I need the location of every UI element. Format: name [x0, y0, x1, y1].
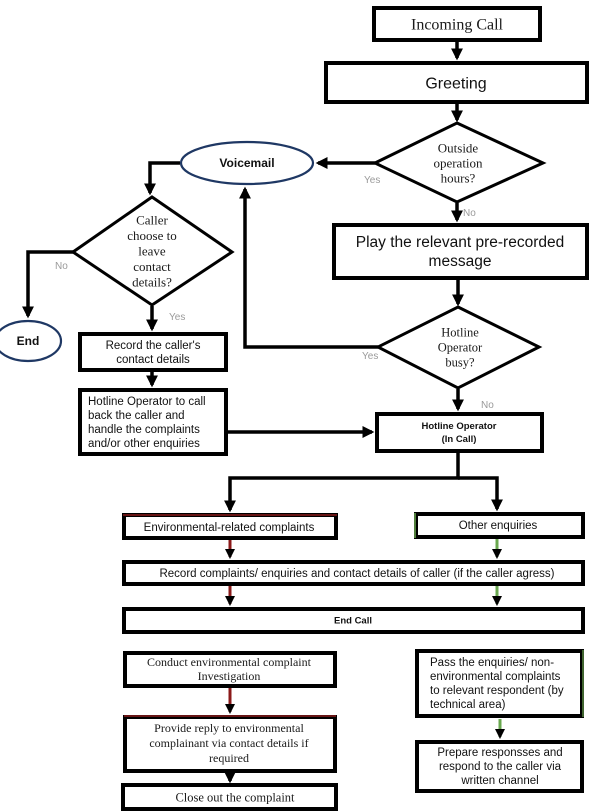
- node-text-line: and/or other enquiries: [88, 438, 200, 450]
- edge-label-outside-hours-yes: Yes: [364, 175, 380, 186]
- node-text-line: Conduct environmental complaint: [147, 655, 312, 669]
- node-text-line: respond to the caller via: [439, 761, 562, 773]
- node-text-line: Incoming Call: [411, 17, 504, 34]
- node-prepare-responses: Prepare responsses and respond to the cal…: [415, 740, 584, 793]
- node-text-line: leave: [138, 244, 166, 259]
- node-text-line: choose to: [127, 228, 176, 243]
- node-text-line: message: [429, 253, 492, 270]
- node-text-line: technical area): [430, 699, 506, 711]
- connector-operator-busy-yes-to-voicemail: [239, 186, 378, 349]
- node-text-line: Close out the complaint: [175, 790, 295, 804]
- node-close-out: Close out the complaint: [121, 783, 338, 811]
- connector-in-call-to-other: [458, 476, 503, 512]
- terminal-end-text: End: [17, 334, 40, 348]
- node-other-enquiries-text: Other enquiries: [459, 520, 538, 532]
- node-text-line: End: [17, 334, 40, 348]
- node-text-line: contact details: [116, 354, 190, 366]
- node-text-line: Voicemail: [219, 156, 274, 170]
- node-record-complaints: Record complaints/ enquiries and contact…: [122, 560, 585, 586]
- node-text-line: Record the caller's: [106, 340, 201, 352]
- node-text-line: Operator: [438, 340, 483, 354]
- node-text-line: Prepare responsses and: [437, 747, 562, 759]
- node-text-line: End Call: [334, 615, 372, 626]
- node-text-line: busy?: [445, 355, 475, 369]
- node-text-line: handle the complaints: [88, 424, 200, 436]
- node-text-line: Provide reply to environmental: [154, 721, 304, 735]
- connector-in-call-split: [224, 453, 460, 513]
- node-pass-enquiries-text: Pass the enquiries/ non-environmental co…: [430, 657, 564, 711]
- node-text-line: Hotline Operator: [422, 421, 497, 432]
- node-callback-text: Hotline Operator to call back the caller …: [88, 396, 206, 450]
- node-other-enquiries: Other enquiries: [414, 512, 585, 539]
- connectors: [22, 41, 506, 784]
- node-end-call-text: End Call: [334, 615, 372, 626]
- node-close-out-text: Close out the complaint: [175, 790, 295, 804]
- node-text-line: Investigation: [198, 669, 261, 683]
- node-text-line: Pass the enquiries/ non-: [430, 657, 554, 669]
- node-text-line: Play the relevant pre-recorded: [356, 234, 565, 251]
- node-env-complaints: Environmental-related complaints: [122, 513, 338, 540]
- node-operator-in-call: Hotline Operator (In Call): [375, 412, 544, 453]
- node-operator-in-call-text: Hotline Operator (In Call): [422, 421, 497, 445]
- node-incoming-call: Incoming Call: [372, 6, 542, 42]
- terminal-end: End: [0, 319, 63, 363]
- node-text-line: details?: [132, 275, 172, 290]
- node-record-complaints-text: Record complaints/ enquiries and contact…: [159, 568, 554, 580]
- terminal-voicemail-text: Voicemail: [219, 156, 274, 170]
- node-callback: Hotline Operator to call back the caller …: [78, 388, 228, 456]
- node-text-line: back the caller and: [88, 410, 185, 422]
- edge-label-outside-hours-no: No: [463, 208, 476, 219]
- connector-caller-choose-no-to-end: [22, 250, 73, 319]
- node-record-contact-text: Record the caller's contact details: [106, 340, 201, 366]
- node-env-complaints-text: Environmental-related complaints: [144, 522, 315, 534]
- node-text-line: written channel: [460, 775, 538, 787]
- node-incoming-call-text: Incoming Call: [411, 17, 504, 34]
- node-record-contact: Record the caller's contact details: [78, 332, 228, 372]
- edge-label-caller-choose-no: No: [55, 261, 68, 272]
- node-text-line: to relevant respondent (by: [430, 685, 564, 697]
- node-text-line: hours?: [441, 171, 476, 186]
- node-text-line: Record complaints/ enquiries and contact…: [159, 568, 554, 580]
- node-prepare-responses-text: Prepare responsses and respond to the cal…: [437, 747, 562, 787]
- node-text-line: complainant via contact details if: [149, 736, 308, 750]
- node-text-line: operation: [433, 156, 483, 171]
- edge-label-operator-busy-yes: Yes: [362, 351, 378, 362]
- node-text-line: required: [209, 751, 249, 765]
- node-pass-enquiries: Pass the enquiries/ non-environmental co…: [415, 649, 584, 718]
- node-text-line: Caller: [136, 213, 168, 228]
- node-text-line: contact: [133, 259, 171, 274]
- node-greeting: Greeting: [324, 61, 589, 104]
- node-text-line: Outside: [438, 141, 479, 156]
- edge-label-operator-busy-no: No: [481, 400, 494, 411]
- node-text-line: Environmental-related complaints: [144, 522, 315, 534]
- node-text-line: environmental complaints: [430, 671, 561, 683]
- terminal-voicemail: Voicemail: [179, 140, 315, 186]
- node-end-call: End Call: [122, 607, 585, 634]
- node-text-line: Other enquiries: [459, 520, 538, 532]
- node-text-line: Greeting: [425, 76, 486, 93]
- node-play-message-text: Play the relevant pre-recorded message: [356, 234, 565, 270]
- connector-voicemail-to-caller-choose: [144, 161, 180, 196]
- edge-labels: Yes No No Yes Yes No: [55, 175, 494, 411]
- edge-label-caller-choose-yes: Yes: [169, 312, 185, 323]
- node-text-line: Hotline: [441, 325, 479, 339]
- node-text-line: (In Call): [442, 434, 477, 445]
- node-play-message: Play the relevant pre-recorded message: [332, 223, 589, 280]
- node-greeting-text: Greeting: [425, 76, 486, 93]
- node-text-line: Hotline Operator to call: [88, 396, 206, 408]
